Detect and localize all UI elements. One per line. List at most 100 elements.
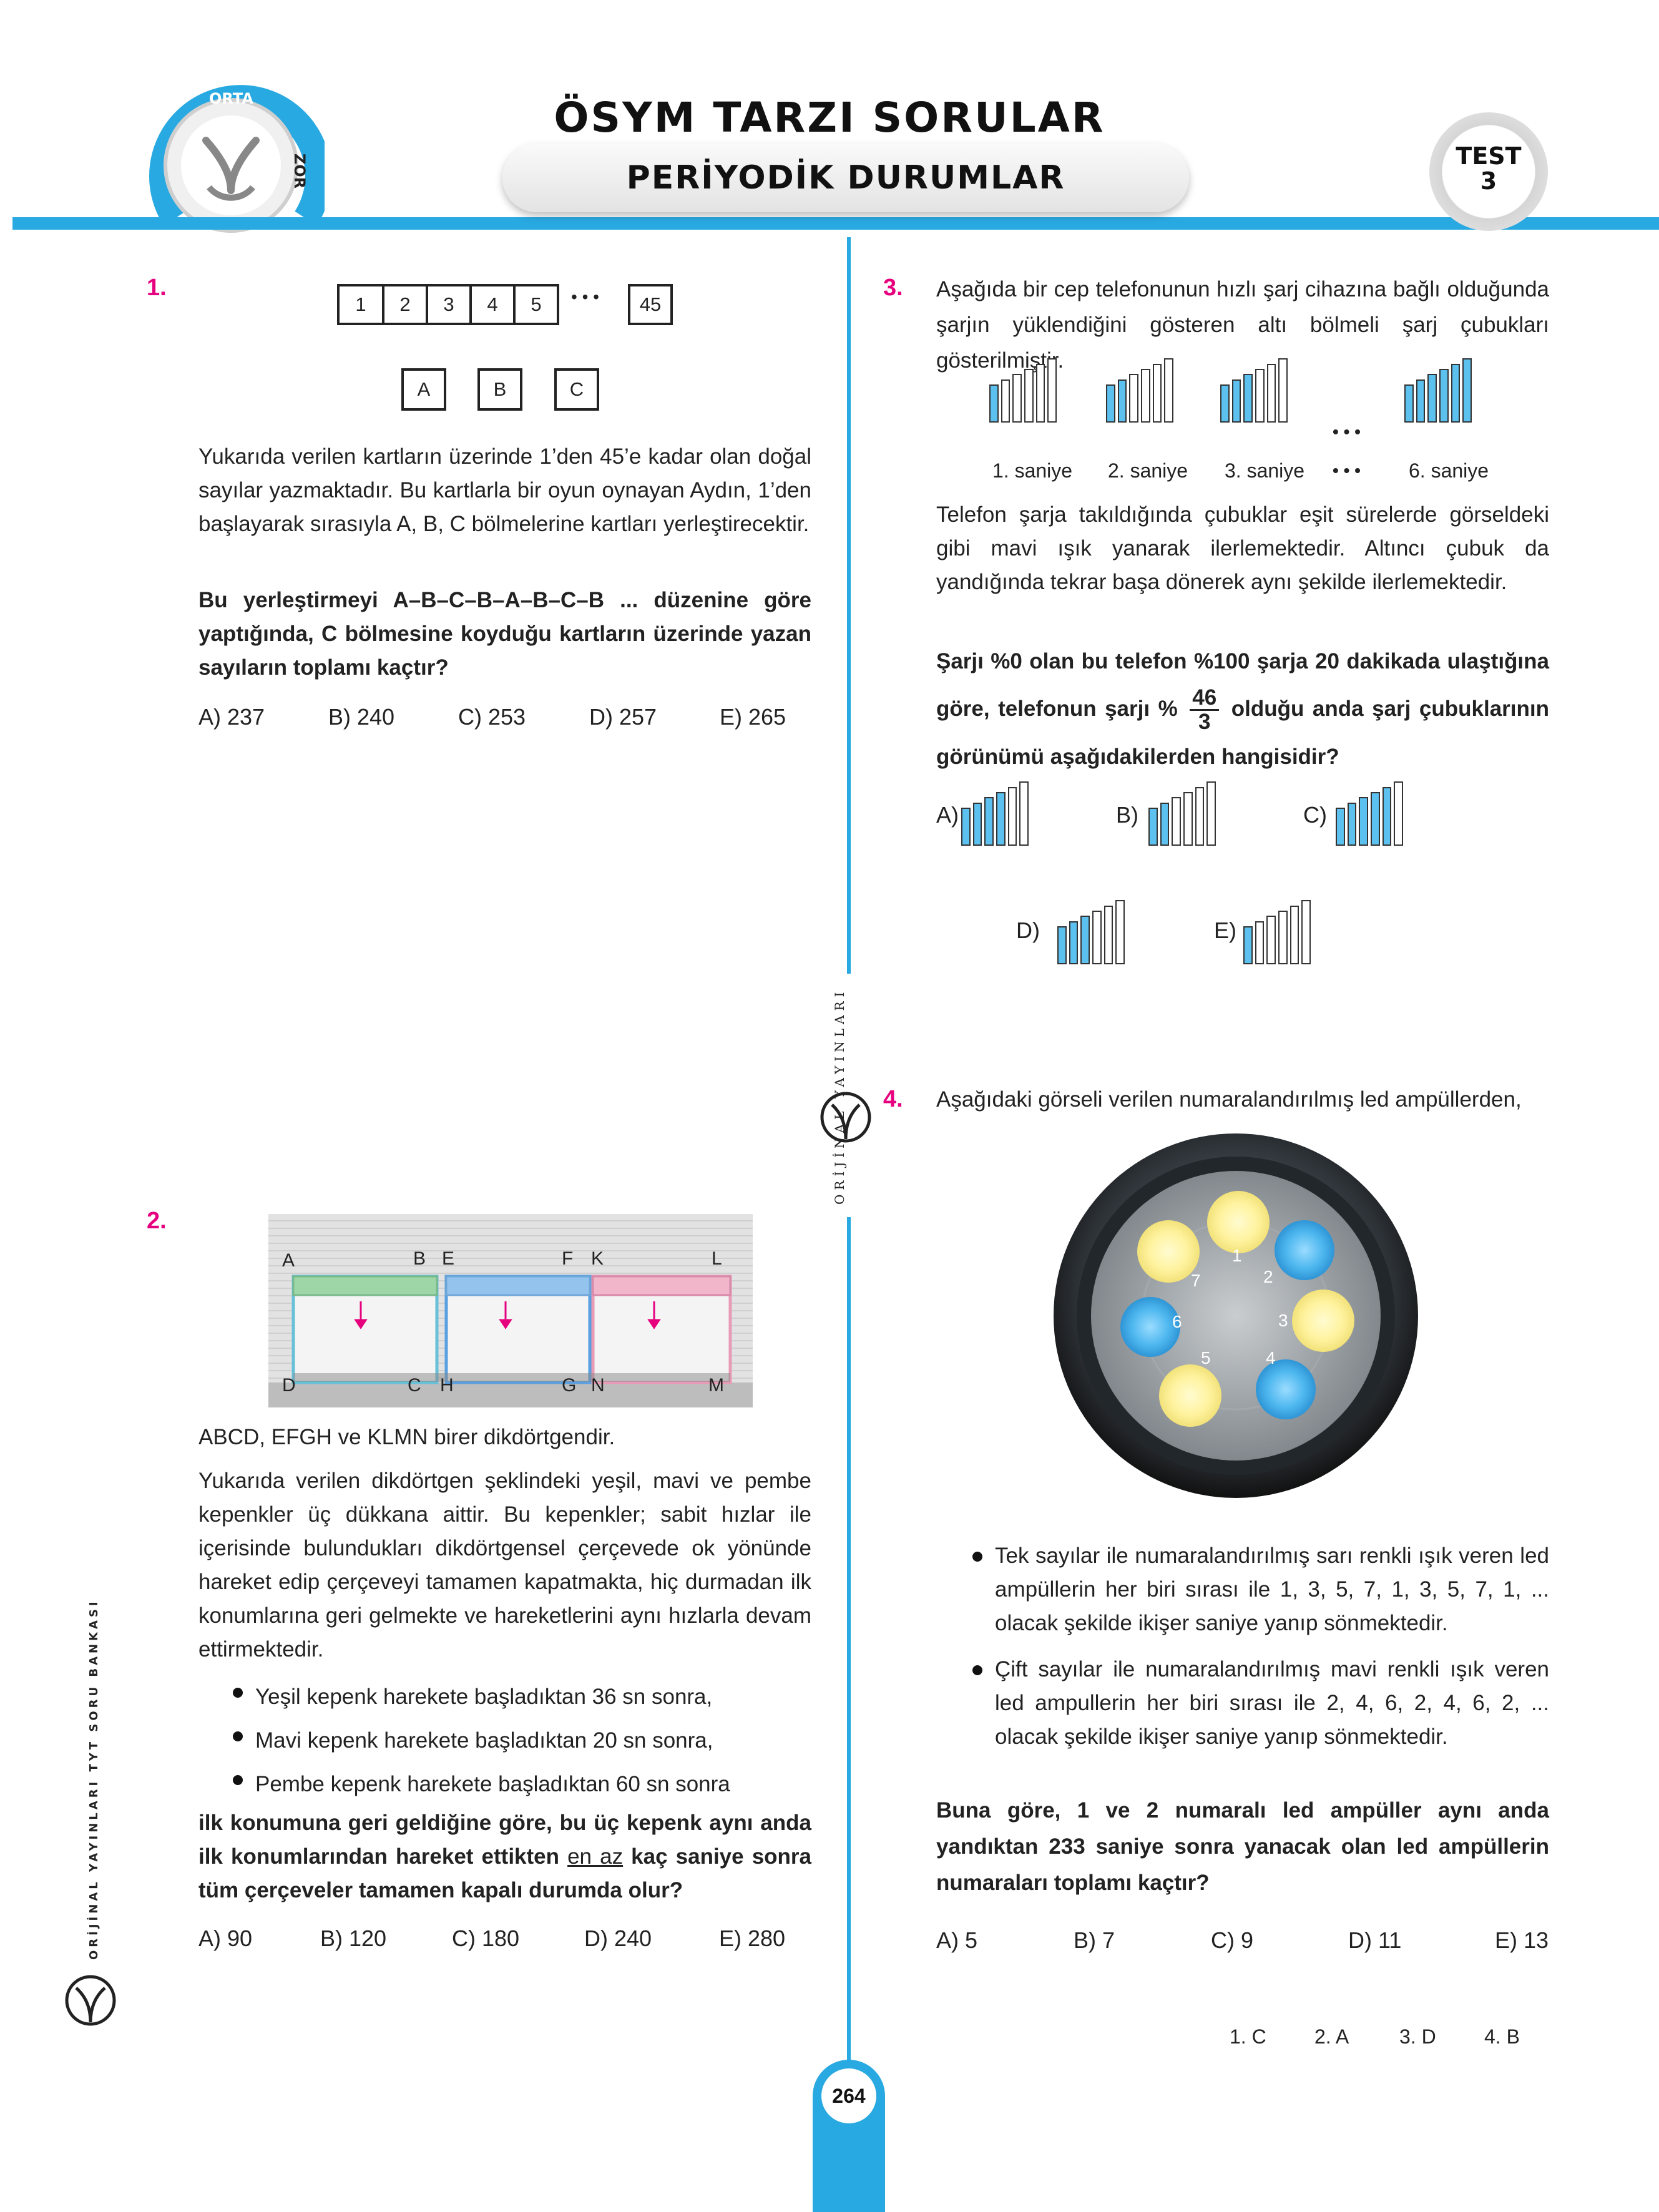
- q4-option-e[interactable]: E) 13: [1495, 1927, 1549, 1953]
- q1-options: A) 237 B) 240 C) 253 D) 257 E) 265: [198, 704, 811, 735]
- q3-seq-dots-1: • • •: [1333, 422, 1361, 441]
- led-number-5: 5: [1201, 1348, 1211, 1368]
- led-4: [1256, 1359, 1316, 1419]
- charge-second-2: [1106, 358, 1174, 423]
- q4-bullet-2: Çift sayılar ile numaralandırılmış mavi …: [967, 1653, 1549, 1754]
- q3-text1: Aşağıda bir cep telefonunun hızlı şarj c…: [936, 277, 1549, 373]
- topic-banner: PERİYODİK DURUMLAR: [502, 144, 1189, 212]
- q3-text2: Telefon şarja takıldığında çubuklar eşit…: [936, 502, 1549, 594]
- side-logo-icon: [65, 1975, 116, 2026]
- q2-option-d[interactable]: D) 240: [584, 1926, 652, 1951]
- label-m: M: [708, 1375, 724, 1396]
- option-b-bars-segment-1: [1148, 808, 1158, 846]
- q4-option-d[interactable]: D) 11: [1348, 1927, 1402, 1953]
- charge-second-1-segment-3: [1012, 374, 1022, 423]
- header-accent-bar: [12, 217, 1659, 230]
- charge-second-3: [1220, 358, 1288, 423]
- caption-second-6: 6. saniye: [1409, 459, 1489, 482]
- q3-option-c-label[interactable]: C): [1303, 802, 1327, 828]
- q3-option-a-label[interactable]: A): [936, 802, 959, 828]
- option-e-bars-segment-4: [1278, 911, 1288, 965]
- q2-shutters-figure: A B E F K L D C H G N M: [268, 1214, 753, 1407]
- charge-second-3-segment-6: [1278, 358, 1288, 423]
- charge-second-3-segment-4: [1255, 369, 1265, 423]
- q2-option-a[interactable]: A) 90: [198, 1926, 253, 1951]
- charge-second-2-segment-2: [1117, 379, 1127, 423]
- charge-second-6-segment-1: [1404, 384, 1414, 423]
- label-b: B: [413, 1248, 426, 1269]
- charge-second-3-segment-5: [1266, 363, 1276, 423]
- test-number: 3: [1480, 167, 1497, 195]
- q2-option-c[interactable]: C) 180: [452, 1926, 520, 1951]
- option-e-bars-segment-6: [1301, 900, 1311, 965]
- q2-bullet-list: Yeşil kepenk harekete başladıktan 36 sn …: [228, 1675, 811, 1806]
- q2-option-e[interactable]: E) 280: [719, 1926, 786, 1951]
- card-4: 4: [469, 284, 516, 325]
- card-45: 45: [628, 284, 673, 325]
- q1-option-b[interactable]: B) 240: [328, 704, 395, 730]
- q2-question-part1: ilk konumuna geri geldiğine göre, bu üç …: [198, 1811, 811, 1869]
- q3-option-d-label[interactable]: D): [1016, 918, 1040, 943]
- led-5: [1159, 1364, 1221, 1427]
- q3-option-b-label[interactable]: B): [1116, 802, 1138, 828]
- q4-option-a[interactable]: A) 5: [936, 1927, 978, 1953]
- caption-second-3: 3. saniye: [1225, 459, 1305, 482]
- option-b-bars-segment-5: [1195, 786, 1205, 846]
- card-1: 1: [337, 284, 384, 325]
- caption-second-2: 2. saniye: [1108, 459, 1188, 482]
- led-number-1: 1: [1232, 1246, 1242, 1265]
- divider-gap: [843, 974, 855, 1217]
- option-e-bars-segment-2: [1255, 921, 1265, 965]
- option-a-bars-segment-3: [984, 797, 994, 846]
- label-h: H: [440, 1375, 454, 1396]
- q2-question-part2: kaç saniye sonra tüm çerçeveler tamamen …: [198, 1844, 811, 1902]
- q4-bullet-1: Tek sayılar ile numaralandırılmış sarı r…: [967, 1539, 1549, 1640]
- charge-second-1-segment-5: [1035, 363, 1045, 423]
- option-a-bars-segment-4: [996, 792, 1006, 846]
- answer-3: 3. D: [1399, 2025, 1436, 2048]
- label-k: K: [591, 1248, 604, 1269]
- led-6: [1120, 1297, 1180, 1357]
- option-c-bars-segment-5: [1382, 786, 1392, 846]
- card-2: 2: [382, 284, 428, 325]
- q3-option-e-label[interactable]: E): [1214, 918, 1236, 943]
- q4-option-b[interactable]: B) 7: [1074, 1927, 1115, 1953]
- option-b-bars: [1148, 781, 1216, 846]
- test-label: TEST: [1456, 142, 1522, 170]
- q1-option-e[interactable]: E) 265: [720, 704, 786, 730]
- label-d: D: [282, 1375, 296, 1396]
- box-b: B: [477, 368, 522, 411]
- charge-second-6-segment-5: [1451, 363, 1461, 423]
- option-d-bars: [1057, 900, 1125, 965]
- charge-second-6-segment-2: [1416, 379, 1426, 423]
- led-number-2: 2: [1263, 1267, 1273, 1286]
- card-5: 5: [513, 284, 559, 325]
- option-a-bars-segment-6: [1019, 781, 1029, 846]
- charge-second-3-segment-2: [1231, 379, 1241, 423]
- box-a: A: [401, 368, 446, 411]
- center-publisher-logo: ORİJİNAL YAYINLARI: [815, 988, 883, 1205]
- topic-title: PERİYODİK DURUMLAR: [626, 159, 1065, 197]
- q2-bullet-3: Pembe kepenk harekete başladıktan 60 sn …: [228, 1763, 811, 1806]
- q1-text: Yukarıda verilen kartların üzerinde 1’de…: [198, 444, 811, 536]
- label-a: A: [282, 1250, 295, 1271]
- q4-question: Buna göre, 1 ve 2 numaralı led ampüller …: [936, 1798, 1549, 1895]
- option-d-bars-segment-4: [1092, 911, 1102, 965]
- charge-second-3-segment-3: [1243, 374, 1253, 423]
- charge-second-6: [1404, 358, 1472, 423]
- card-dots: • • •: [571, 287, 599, 306]
- answer-4: 4. B: [1484, 2025, 1520, 2048]
- led-number-4: 4: [1266, 1348, 1276, 1368]
- test-badge: TEST 3: [1429, 112, 1548, 231]
- q1-option-c[interactable]: C) 253: [458, 704, 526, 730]
- q1-question: Bu yerleştirmeyi A–B–C–B–A–B–C–B ... düz…: [198, 588, 811, 680]
- q1-option-d[interactable]: D) 257: [589, 704, 657, 730]
- q2-options: A) 90 B) 120 C) 180 D) 240 E) 280: [198, 1926, 811, 1957]
- option-c-bars-segment-3: [1359, 797, 1369, 846]
- q4-option-c[interactable]: C) 9: [1211, 1927, 1254, 1953]
- q2-option-b[interactable]: B) 120: [320, 1926, 387, 1951]
- charge-second-6-segment-4: [1439, 369, 1449, 423]
- q1-option-a[interactable]: A) 237: [198, 704, 265, 730]
- option-b-bars-segment-3: [1172, 797, 1182, 846]
- option-c-bars-segment-4: [1371, 792, 1380, 846]
